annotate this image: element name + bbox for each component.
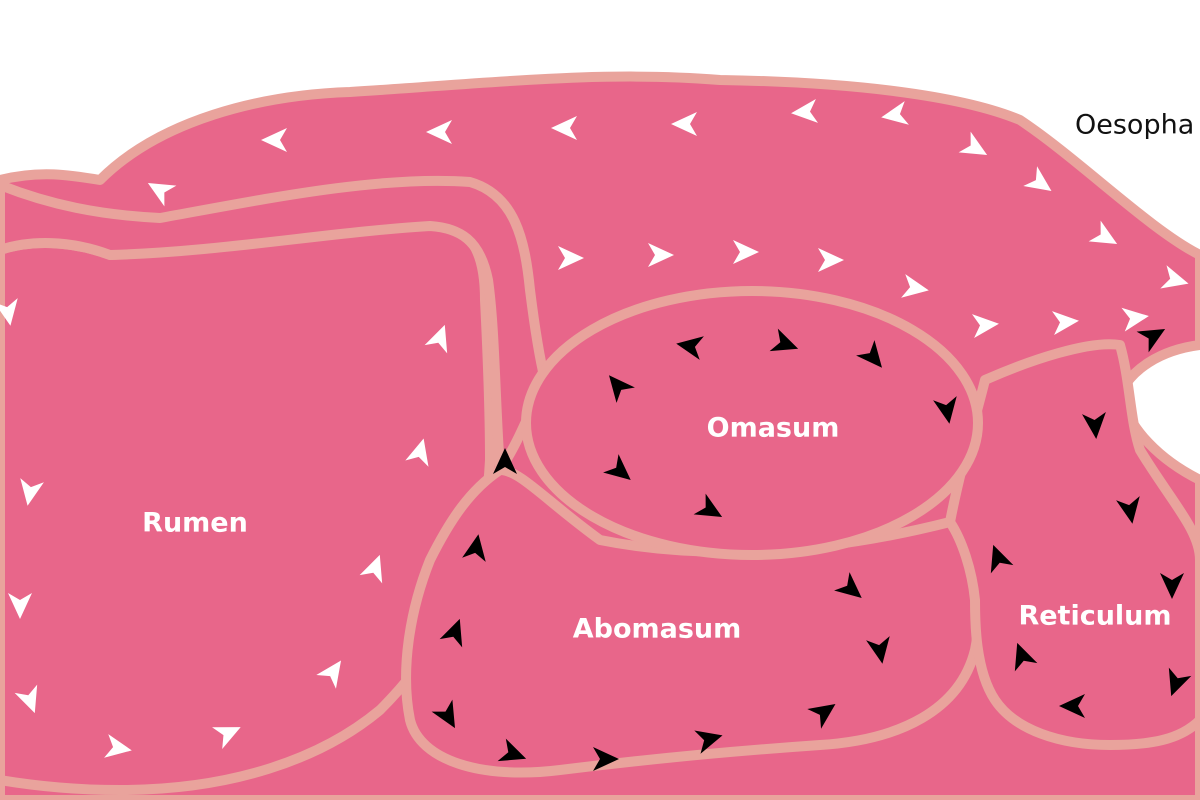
flow-arrows	[0, 98, 1192, 771]
white-flow-arrow-icon	[901, 274, 929, 298]
black-flow-arrow-icon	[933, 396, 957, 424]
black-flow-arrow-icon	[439, 618, 463, 648]
white-flow-arrow-icon	[212, 727, 241, 749]
white-flow-arrow-icon	[818, 248, 844, 272]
white-flow-arrow-icon	[405, 438, 429, 467]
oesophagus-label: Oesopha	[1075, 110, 1194, 141]
black-flow-arrow-icon	[807, 703, 836, 729]
white-flow-arrow-icon	[1160, 265, 1189, 289]
black-flow-arrow-icon	[1136, 329, 1166, 353]
white-flow-arrow-icon	[426, 120, 452, 144]
black-flow-arrow-icon	[990, 544, 1014, 574]
white-flow-arrow-icon	[881, 101, 909, 125]
black-flow-arrow-icon	[1116, 496, 1140, 524]
white-flow-arrow-icon	[104, 734, 132, 758]
white-flow-arrow-icon	[958, 131, 988, 155]
white-flow-arrow-icon	[791, 98, 819, 123]
white-flow-arrow-icon	[733, 240, 759, 264]
white-flow-arrow-icon	[971, 314, 999, 339]
black-flow-arrow-icon	[1168, 667, 1192, 697]
black-flow-arrow-icon	[834, 572, 862, 598]
black-flow-arrow-icon	[497, 738, 527, 762]
black-flow-arrow-icon	[431, 699, 455, 729]
omasum-label: Omasum	[707, 413, 840, 444]
white-flow-arrow-icon	[551, 116, 577, 140]
white-flow-arrow-icon	[316, 660, 342, 689]
black-flow-arrow-icon	[462, 534, 486, 562]
white-flow-arrow-icon	[8, 593, 32, 619]
rumen-label: Rumen	[142, 508, 248, 539]
black-flow-arrow-icon	[1014, 642, 1038, 672]
black-flow-arrow-icon	[694, 730, 723, 754]
black-flow-arrow-icon	[609, 375, 635, 403]
black-flow-arrow-icon	[1059, 694, 1085, 718]
black-flow-arrow-icon	[493, 448, 517, 474]
white-flow-arrow-icon	[648, 243, 674, 267]
reticulum-shape	[945, 339, 1200, 750]
white-flow-arrow-icon	[1088, 220, 1118, 244]
black-flow-arrow-icon	[769, 328, 799, 352]
white-flow-arrow-icon	[14, 684, 38, 714]
white-flow-arrow-icon	[1121, 307, 1149, 332]
white-flow-arrow-icon	[1051, 311, 1079, 336]
white-flow-arrow-icon	[671, 112, 697, 136]
white-flow-arrow-icon	[261, 128, 287, 152]
white-flow-arrow-icon	[1023, 166, 1052, 192]
black-flow-arrow-icon	[1160, 573, 1184, 599]
black-flow-arrow-icon	[856, 340, 882, 368]
white-flow-arrow-icon	[359, 554, 383, 584]
black-flow-arrow-icon	[693, 493, 723, 517]
black-flow-arrow-icon	[593, 747, 619, 771]
black-flow-arrow-icon	[866, 636, 890, 664]
black-flow-arrow-icon	[1081, 411, 1106, 439]
white-flow-arrow-icon	[20, 478, 44, 506]
abomasum-label: Abomasum	[573, 614, 742, 645]
white-flow-arrow-icon	[147, 183, 177, 207]
reticulum-label: Reticulum	[1018, 601, 1171, 632]
black-flow-arrow-icon	[676, 336, 704, 360]
black-flow-arrow-icon	[603, 454, 631, 480]
white-flow-arrow-icon	[558, 246, 584, 270]
white-flow-arrow-icon	[0, 298, 18, 326]
white-flow-arrow-icon	[424, 324, 448, 354]
